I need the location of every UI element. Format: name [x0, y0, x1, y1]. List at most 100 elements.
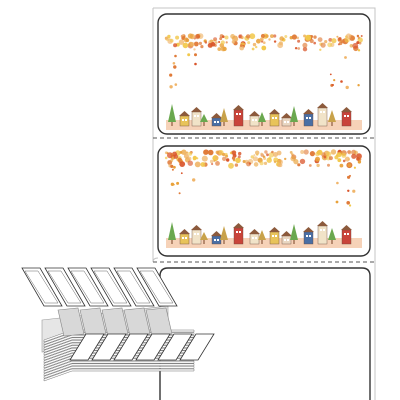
- leaf-dot: [303, 149, 309, 155]
- leaf-dot: [181, 149, 187, 155]
- leaf-dot: [231, 156, 236, 160]
- label-1: [157, 13, 371, 135]
- leaf-dot: [231, 150, 237, 155]
- town-houses-icon: [166, 103, 362, 130]
- falling-leaf: [335, 200, 339, 204]
- leaf-dot: [326, 151, 332, 157]
- stack-top-label: [21, 267, 63, 307]
- house-roof: [341, 225, 352, 230]
- leaf-dot: [313, 41, 317, 45]
- stack-top-label-inner: [47, 270, 82, 304]
- fanfold-label-stack-icon: [21, 267, 215, 382]
- house-window: [185, 237, 187, 239]
- house-window: [239, 113, 241, 115]
- tree: [220, 226, 228, 240]
- house-roof: [179, 111, 190, 116]
- leaf-dot: [250, 155, 254, 159]
- leaf-dot: [273, 34, 277, 38]
- leaf-dot: [356, 34, 360, 38]
- house-roof: [303, 109, 314, 114]
- leaf-dot: [263, 161, 268, 165]
- leaf-dot: [198, 41, 202, 46]
- leaf-dot: [204, 41, 208, 44]
- stack-bottom-label: [157, 333, 193, 361]
- leaf-dot: [193, 41, 199, 47]
- leaf-dot: [268, 152, 275, 158]
- leaf-dot: [340, 39, 345, 44]
- house-window: [309, 235, 311, 237]
- leaf-dot: [320, 42, 326, 48]
- house-window: [217, 121, 219, 123]
- house-roof: [179, 229, 190, 234]
- leaf-dot: [187, 156, 192, 161]
- leaf-dot: [226, 158, 230, 162]
- leaf-dot: [222, 152, 226, 157]
- tree: [168, 222, 176, 240]
- leaf-dot: [263, 157, 267, 160]
- leaf-dot: [182, 42, 189, 49]
- house-roof: [233, 105, 244, 110]
- falling-leaf: [178, 192, 181, 195]
- house-roof: [249, 111, 260, 116]
- leaf-dot: [319, 48, 322, 51]
- leaf-dot: [279, 36, 285, 41]
- leaf-dot: [213, 159, 216, 163]
- leaf-dot: [187, 160, 193, 166]
- house-window: [214, 239, 216, 241]
- leaf-dot: [210, 42, 216, 47]
- falling-leaf: [344, 56, 347, 59]
- leaf-dot: [336, 152, 342, 158]
- leaf-dot: [194, 34, 200, 40]
- tree-trunk: [203, 122, 205, 126]
- leaf-dot: [260, 152, 263, 156]
- stack-middle-label: [123, 307, 151, 337]
- leaf-dot: [164, 36, 168, 40]
- leaf-dot: [358, 41, 362, 45]
- leaf-dot: [273, 152, 278, 157]
- stack-middle-label: [101, 307, 129, 337]
- house-body: [341, 111, 352, 127]
- house-window: [320, 111, 322, 113]
- tree-trunk: [331, 122, 333, 126]
- tree: [258, 112, 266, 122]
- leaf-dot: [356, 41, 360, 45]
- leaf-dot: [313, 35, 317, 39]
- tree: [258, 230, 266, 240]
- leaf-dot: [230, 34, 236, 39]
- leaf-dot: [302, 42, 308, 48]
- leaf-dot: [225, 154, 229, 158]
- tree-trunk: [203, 240, 205, 244]
- falling-leaf: [194, 62, 197, 66]
- stack-top-label: [67, 267, 109, 307]
- leaf-dot: [245, 34, 251, 39]
- leaf-dot: [194, 161, 201, 168]
- leaf-dot: [273, 40, 277, 43]
- house-roof: [211, 113, 222, 118]
- falling-leaf: [353, 166, 356, 169]
- leaf-dot: [297, 47, 301, 50]
- leaf-dot: [268, 38, 271, 41]
- leaf-dot: [270, 34, 274, 38]
- falling-leaf: [357, 84, 360, 87]
- tree: [168, 104, 176, 122]
- falling-leaf: [349, 204, 352, 207]
- stack-bottom-label: [91, 333, 127, 361]
- falling-leaf: [170, 182, 175, 186]
- autumn-leaf-garland-icon: [164, 33, 363, 90]
- house-roof: [191, 225, 202, 230]
- tree-trunk: [331, 240, 333, 244]
- leaf-dot: [330, 149, 337, 155]
- leaf-dot: [183, 35, 186, 38]
- leaf-dot: [317, 37, 323, 42]
- leaf-dot: [187, 33, 193, 39]
- tree-trunk: [261, 122, 263, 126]
- town-houses-icon: [166, 221, 362, 248]
- house-body: [317, 107, 328, 127]
- stack-bottom-label: [69, 333, 105, 361]
- leaf-dot: [196, 157, 199, 160]
- label-2-border: [157, 145, 371, 257]
- tree-trunk: [293, 240, 295, 244]
- stack-top-label-inner: [139, 270, 174, 304]
- ground-band: [166, 238, 362, 248]
- house-window: [252, 237, 254, 239]
